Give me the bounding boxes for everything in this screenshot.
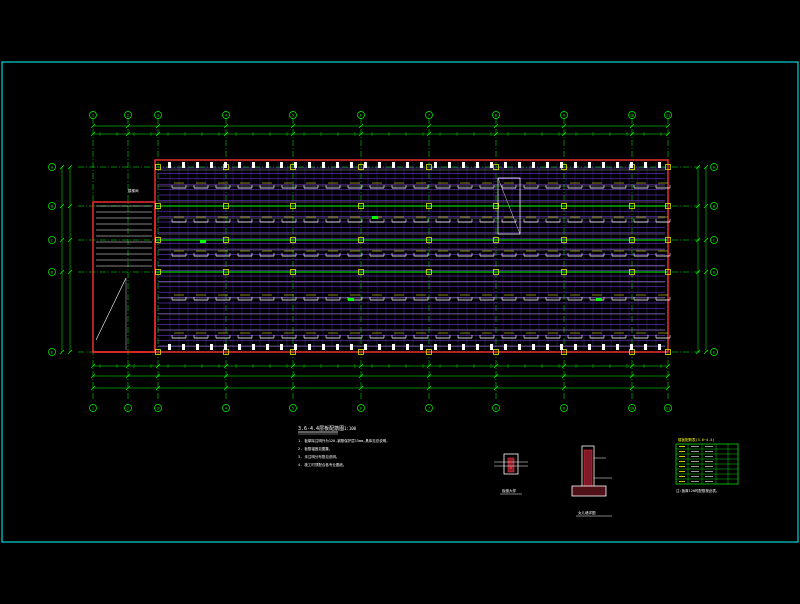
sheet-frame xyxy=(1,61,799,543)
detail-parapet: 女儿墙详图 xyxy=(571,445,612,517)
svg-text:E: E xyxy=(713,350,715,354)
svg-text:5: 5 xyxy=(292,113,294,117)
svg-text:C: C xyxy=(713,238,715,242)
rebar-table: 楼板配筋表(3.6~4.4) 注:板厚120时配筋按此表。 xyxy=(675,437,739,493)
svg-text:D: D xyxy=(713,270,715,274)
svg-text:11: 11 xyxy=(666,113,670,117)
svg-text:D: D xyxy=(51,270,53,274)
svg-text:3: 3 xyxy=(157,113,159,117)
svg-text:4: 4 xyxy=(225,113,227,117)
table-title: 楼板配筋表(3.6~4.4) xyxy=(678,437,714,442)
svg-text:8: 8 xyxy=(495,406,497,410)
note-4: 4. 施工时须配合各专业图纸。 xyxy=(298,462,346,467)
svg-text:B: B xyxy=(51,204,53,208)
svg-text:A: A xyxy=(713,165,716,169)
svg-text:10: 10 xyxy=(630,406,634,410)
svg-text:11: 11 xyxy=(666,406,670,410)
dimension-lines xyxy=(59,123,709,391)
detail-1-label: 板缝大样 xyxy=(502,488,516,493)
svg-text:8: 8 xyxy=(495,113,497,117)
svg-text:C: C xyxy=(51,238,53,242)
svg-text:7: 7 xyxy=(428,113,430,117)
svg-text:2: 2 xyxy=(127,113,129,117)
svg-text:1: 1 xyxy=(92,113,94,117)
svg-text:4: 4 xyxy=(225,406,227,410)
note-1: 1. 板厚除注明外为120,钢筋保护层15mm,具体见总说明。 xyxy=(298,438,390,443)
plan-title-block: 3.6-4.4层板配筋图 1:100 1. 板厚除注明外为120,钢筋保护层15… xyxy=(298,425,390,467)
svg-text:6: 6 xyxy=(360,113,362,117)
svg-text:A: A xyxy=(51,165,54,169)
svg-text:2: 2 xyxy=(127,406,129,410)
svg-text:10: 10 xyxy=(630,113,634,117)
svg-text:5: 5 xyxy=(292,406,294,410)
svg-text:1: 1 xyxy=(92,406,94,410)
detail-2-label: 女儿墙详图 xyxy=(578,510,596,515)
detail-slab-joint: 板缝大样 xyxy=(494,453,528,495)
plan-title: 3.6-4.4层板配筋图 xyxy=(298,425,344,432)
svg-text:B: B xyxy=(713,204,715,208)
note-2: 2. 板筋锚固见图集。 xyxy=(298,446,332,451)
svg-text:7: 7 xyxy=(428,406,430,410)
svg-text:9: 9 xyxy=(563,113,565,117)
note-3: 3. 未注明分布筋见说明。 xyxy=(298,454,339,459)
svg-text:E: E xyxy=(51,350,53,354)
svg-text:3: 3 xyxy=(157,406,159,410)
floor-slab-plan xyxy=(92,159,671,355)
table-footnote: 注:板厚120时配筋按此表。 xyxy=(676,488,719,493)
stair-label: 楼梯间 xyxy=(128,188,139,193)
svg-text:9: 9 xyxy=(563,406,565,410)
plan-scale: 1:100 xyxy=(344,426,357,431)
svg-text:6: 6 xyxy=(360,406,362,410)
